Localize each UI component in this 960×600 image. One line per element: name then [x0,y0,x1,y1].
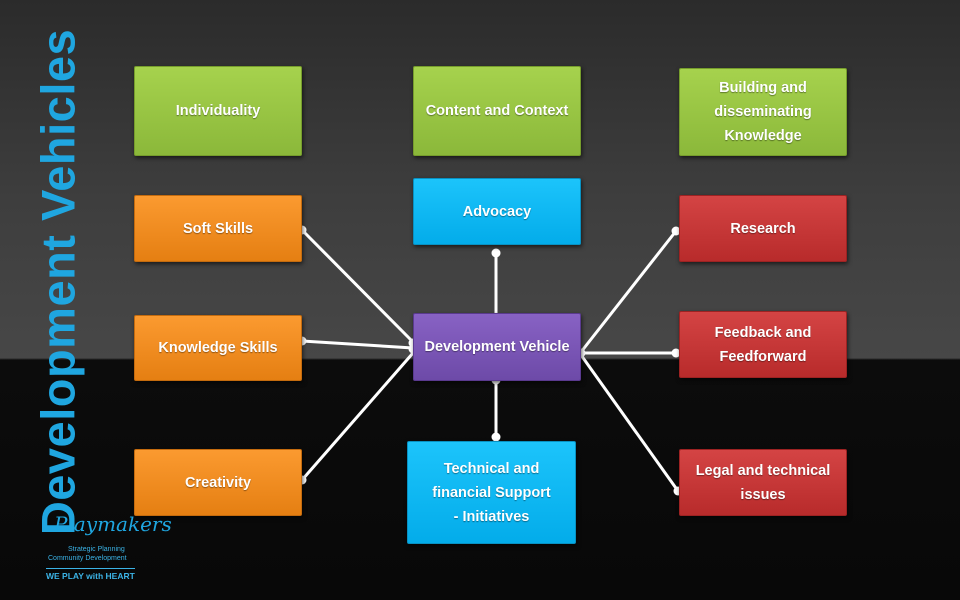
logo-line1: Strategic Planning [68,546,125,553]
box-technical-support: Technical and financial Support - Initia… [407,441,576,544]
box-research: Research [679,195,847,262]
connector-legal [579,354,680,492]
playmakers-logo: Playmakers Strategic Planning Community … [40,508,172,588]
logo-name: Playmakers [54,512,172,536]
box-legal-technical: Legal and technical issues [679,449,847,516]
box-advocacy: Advocacy [413,178,581,245]
connector-creativity [300,352,415,481]
box-content-context: Content and Context [413,66,581,156]
connector-research [579,230,678,353]
box-creativity: Creativity [134,449,302,516]
box-soft-skills: Soft Skills [134,195,302,262]
logo-tagline: WE PLAY with HEART [46,568,135,581]
box-feedback: Feedback and Feedforward [679,311,847,378]
connector-knowledge-skills [301,339,414,350]
box-building-knowledge: Building and disseminating Knowledge [679,68,847,156]
box-knowledge-skills: Knowledge Skills [134,315,302,381]
logo-line2: Community Development [48,555,127,562]
box-development-vehicle: Development Vehicle [413,313,581,381]
connector-soft-skills [300,228,415,344]
box-individuality: Individuality [134,66,302,156]
